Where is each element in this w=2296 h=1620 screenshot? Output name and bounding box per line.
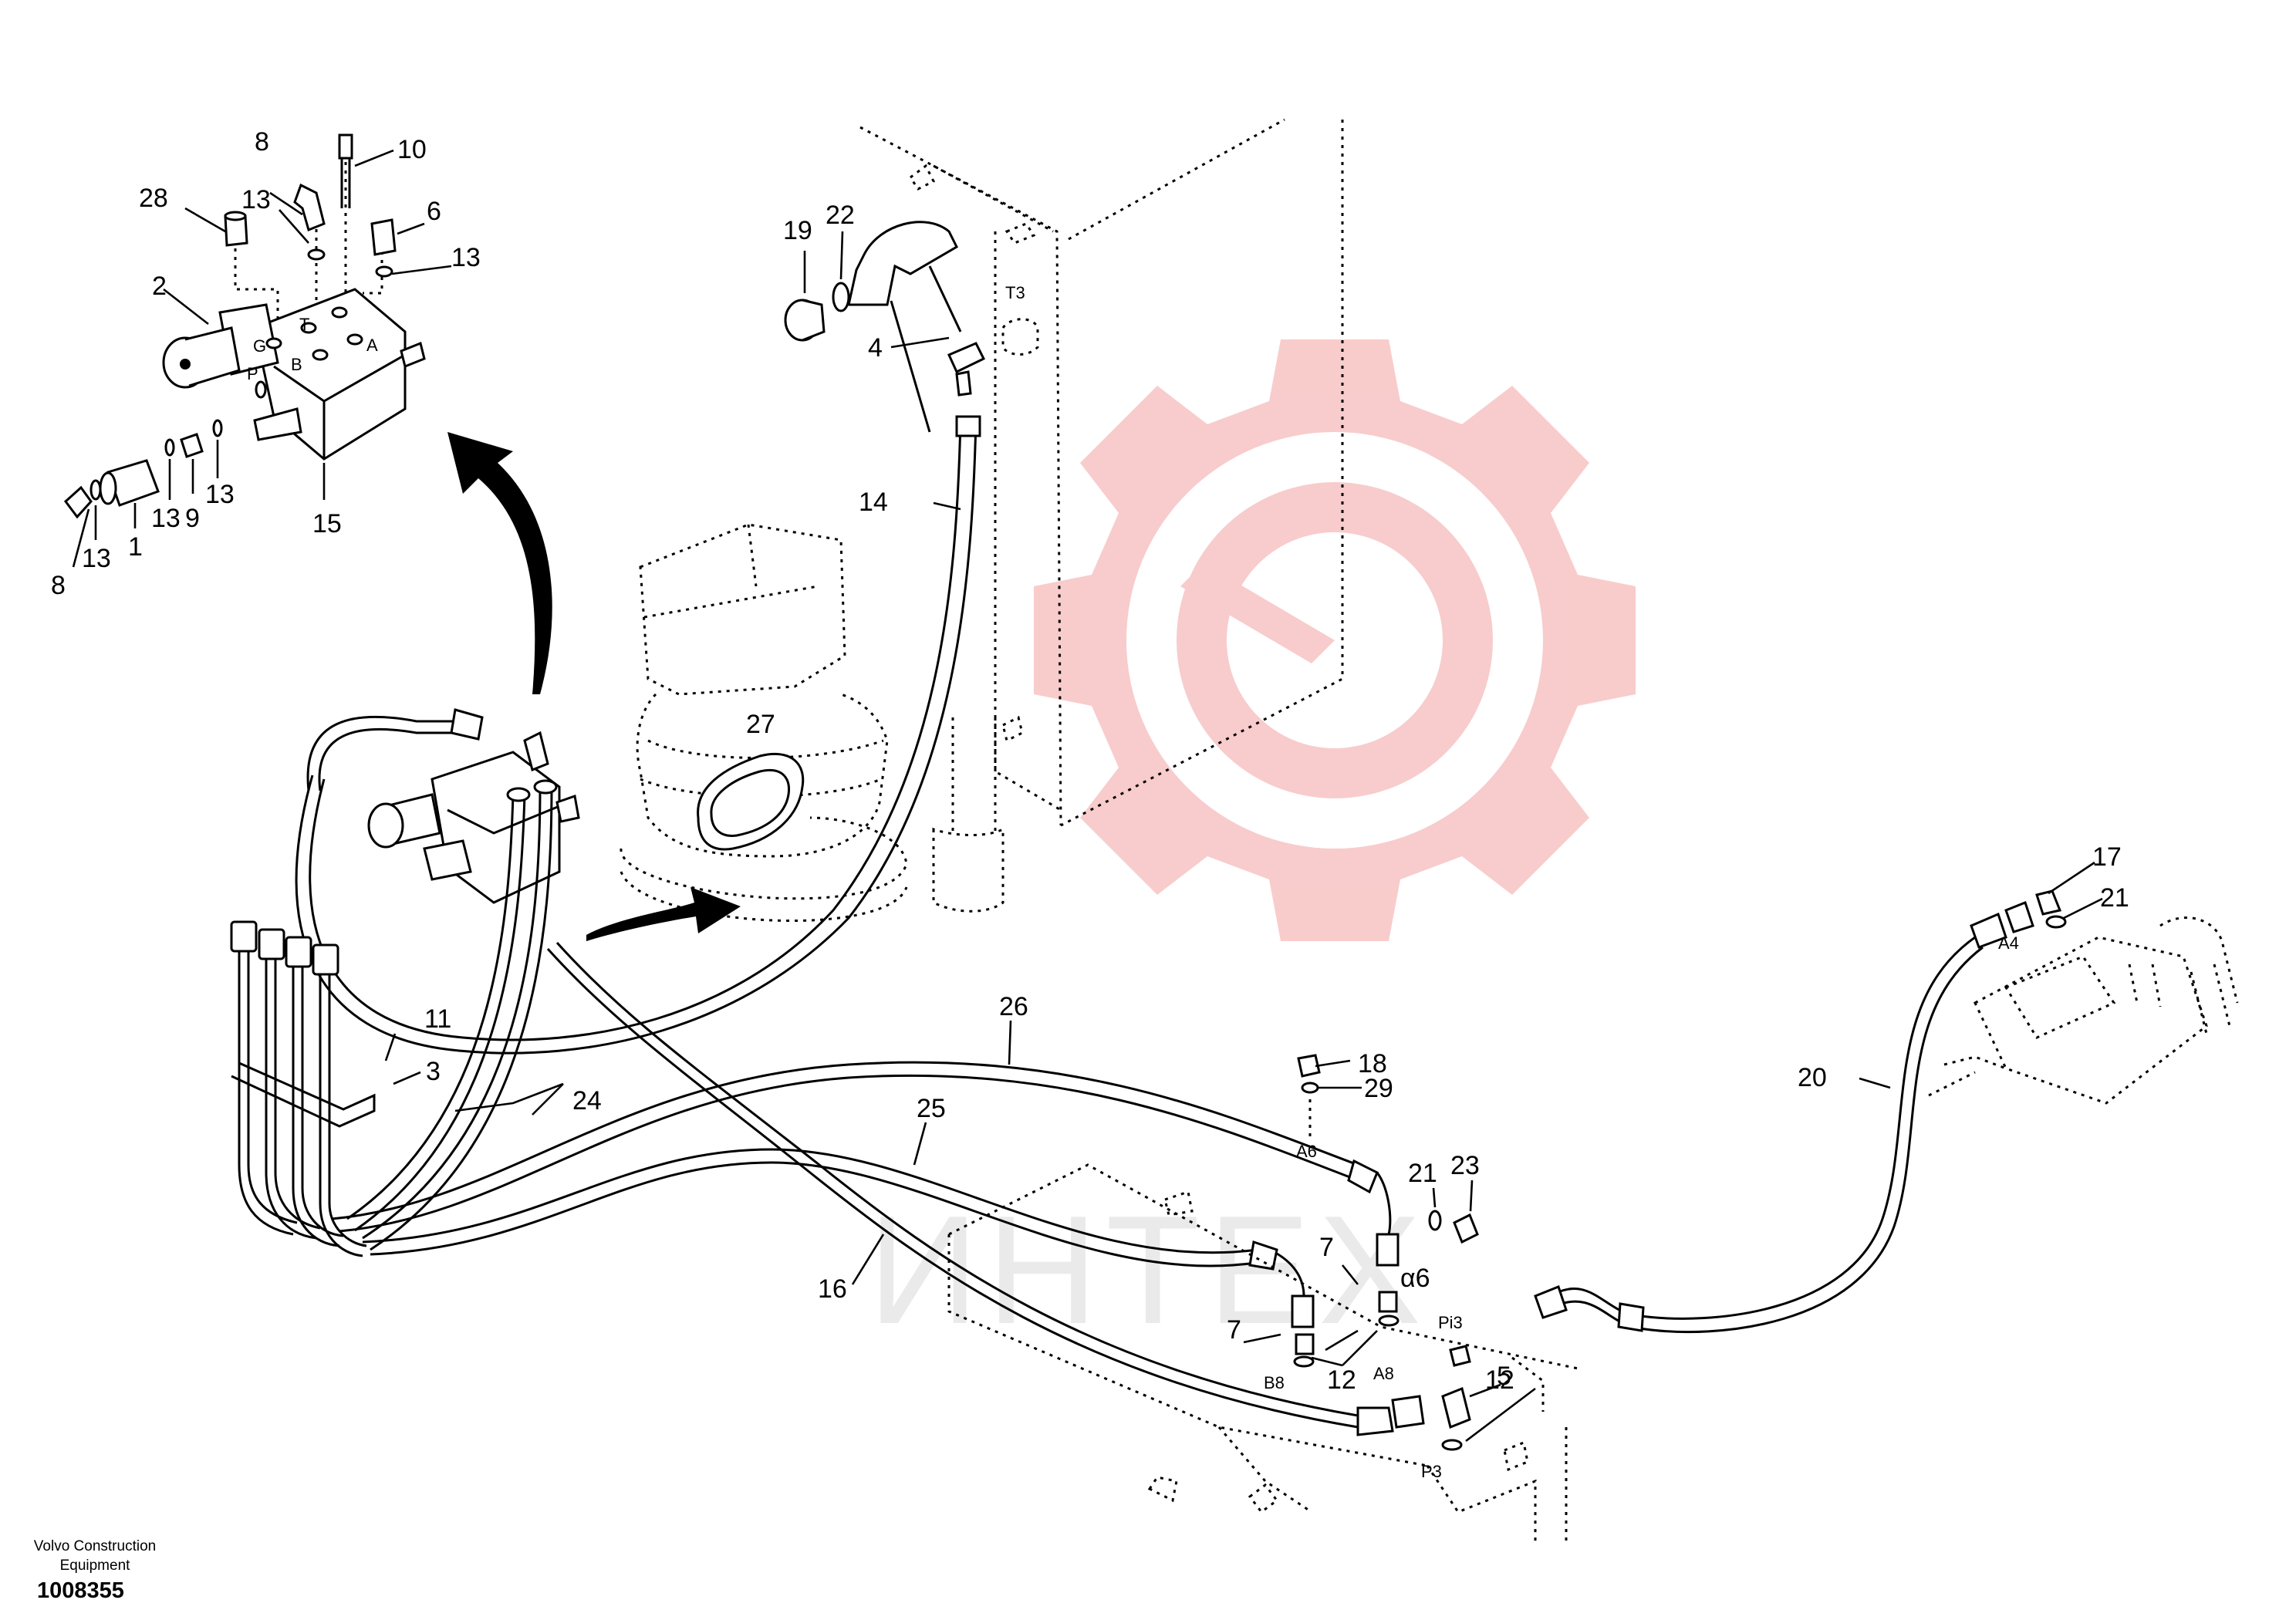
callout-14: 14 [859,488,888,517]
watermark: ИНТЕХ [868,339,1636,1356]
port-label-a6: A6 [1296,1142,1317,1161]
callout-8a: 8 [255,127,269,157]
watermark-gear-icon [1034,339,1636,941]
callout-13e: 13 [205,480,235,509]
callout-20: 20 [1798,1063,1827,1092]
callout-13c: 13 [82,544,111,573]
port-label-t: T [299,315,309,334]
callout-29: 29 [1364,1074,1393,1103]
port-label-pi3: Pi3 [1438,1313,1463,1332]
callout-4: 4 [868,333,883,363]
hose-bundle [230,708,1536,1451]
assembly-arrows [447,432,741,941]
port-label-a4: A4 [1998,933,2019,953]
callout-9: 9 [185,504,200,533]
port-label-t3: T3 [1005,283,1025,302]
callout-17: 17 [2092,842,2122,872]
watermark-text: ИНТЕХ [868,1184,1429,1356]
callout-7b: 7 [1227,1315,1241,1345]
callout-12a: 12 [1327,1365,1356,1395]
manufacturer-credit: Volvo Construction Equipment [14,1537,176,1575]
callout-28: 28 [139,184,168,213]
callout-numbers: 1 2 3 4 5 6 7 7 8 8 9 10 11 12 12 13 13 … [51,127,2129,1395]
callout-15: 15 [312,509,342,538]
credit-line-1: Volvo Construction [33,1538,157,1554]
hose-20-and-valve [1534,861,2239,1334]
port-label-a8: A8 [1373,1364,1394,1383]
lower-frame-outline [947,1163,1582,1543]
port-label-b8: B8 [1264,1373,1285,1392]
callout-16: 16 [818,1274,847,1304]
valve-block-exploded [63,133,452,568]
port-labels: T G B A P T3 A4 A6 Pi3 B8 A8 P3 α6 [247,283,2019,1481]
callout-3: 3 [426,1057,441,1086]
port-label-a: A [366,336,378,355]
callout-8b: 8 [51,571,66,600]
callout-22: 22 [826,201,855,230]
callout-24: 24 [572,1086,602,1115]
port-label-p: P [247,364,258,383]
callout-21a: 21 [2100,883,2129,913]
swing-motor-outline [620,523,908,922]
callout-6: 6 [427,197,441,226]
callout-23: 23 [1450,1151,1480,1180]
port-label-g: G [253,336,266,356]
frame-outline [784,118,1344,913]
callout-21b: 21 [1408,1159,1437,1188]
document-number: 1008355 [37,1578,124,1603]
tube-bundle-left [230,920,376,1257]
port-label-alpha6: α6 [1400,1264,1430,1293]
callout-25: 25 [917,1094,946,1123]
callout-18: 18 [1358,1049,1387,1078]
callout-13b: 13 [451,243,481,272]
callout-10: 10 [397,135,427,164]
credit-line-2: Equipment [59,1558,130,1574]
callout-13a: 13 [241,185,271,214]
callout-1: 1 [128,532,143,562]
callout-7a: 7 [1319,1233,1334,1262]
port-label-p3: P3 [1421,1462,1442,1481]
callout-2: 2 [152,272,167,301]
callout-19: 19 [783,216,812,245]
callout-27: 27 [746,710,775,739]
callout-11: 11 [424,1004,451,1034]
callout-13d: 13 [151,504,181,533]
callout-5: 5 [1497,1362,1511,1391]
callout-12b: 12 [1485,1365,1514,1395]
callout-26: 26 [999,992,1028,1021]
port-label-b: B [291,355,302,374]
